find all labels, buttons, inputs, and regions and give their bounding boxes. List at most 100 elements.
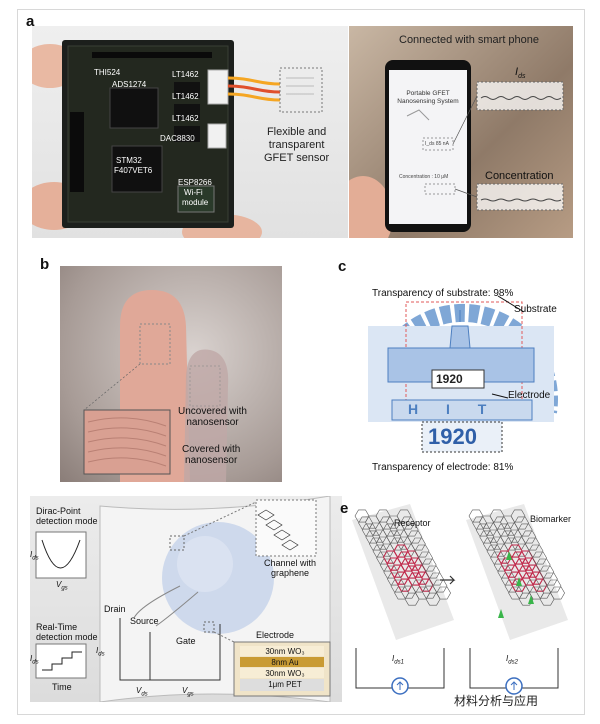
realtime-mode-caption: Real-Time detection mode (36, 622, 98, 642)
realtime-y-subscript: ds (32, 659, 39, 666)
graphene-hexagon (535, 558, 551, 572)
dirac-x-symbol: V (56, 580, 62, 589)
gfet-device-illustration (35, 496, 331, 702)
graphene-hexagon (528, 544, 544, 558)
panel-label-a: a (26, 13, 35, 30)
sensor-caption-line3: GFET sensor (264, 152, 330, 164)
covered-line2: nanosensor (185, 455, 238, 466)
circuit-vds-symbol: V (136, 686, 142, 695)
watermark: 材料分析与应用 (454, 694, 539, 708)
realtime-mode-line1: Real-Time (36, 622, 78, 632)
graphene-hexagon (539, 565, 555, 579)
panel-c-logo: Transparency of substrate: 98% Substrate… (348, 262, 574, 484)
biomarker-mark (528, 595, 534, 604)
layer-wo3-top: 30nm WO₃ (265, 647, 305, 656)
realtime-y-axis: Ids (30, 654, 39, 666)
substrate-callout: Substrate (514, 304, 557, 315)
screen-title-line1: Portable GFET (406, 90, 450, 97)
graphene-hexagon (403, 523, 419, 537)
graphene-hexagon (550, 586, 565, 600)
hit-letters: H I T (408, 401, 499, 417)
panel-b-finger-photo: Uncovered with nanosensor Covered with n… (60, 266, 282, 482)
graphene-hexagon (517, 523, 533, 537)
ids-trace-symbol: I (515, 66, 519, 78)
dirac-mode-line2: detection mode (36, 516, 98, 526)
graphene-hexagon (514, 516, 529, 530)
dirac-mode-line1: Dirac-Point (36, 506, 81, 516)
graphene-hexagon (525, 537, 540, 551)
panel-label-c: c (338, 258, 347, 275)
graphene-hexagon (400, 516, 415, 530)
dirac-y-symbol: I (30, 550, 33, 559)
panel-label-e: e (340, 500, 349, 517)
layer-pet: 1μm PET (268, 680, 302, 689)
channel-caption: Channel with graphene (264, 558, 316, 578)
chip-label-ads1274: ADS1274 (112, 80, 147, 89)
biomarker-label: Biomarker (530, 514, 572, 524)
concentration-trace-label: Concentration (485, 170, 554, 182)
dirac-mode-caption: Dirac-Point detection mode (36, 506, 98, 526)
circuit-ids-subscript: ds (98, 651, 105, 658)
graphene-hexagon (521, 530, 537, 544)
chip-label-f407vet6: F407VET6 (114, 166, 153, 175)
ids-trace-subscript: ds (518, 73, 526, 81)
electrode-callout: Electrode (508, 390, 551, 401)
circuit-vgs-subscript: gs (187, 691, 194, 698)
chip-label-lt1462-c: LT1462 (172, 114, 199, 123)
channel-line1: Channel with (264, 558, 317, 568)
sensor-caption-line1: Flexible and (266, 126, 327, 138)
realtime-x-axis: Time (52, 682, 72, 692)
smartphone-illustration (349, 60, 564, 238)
ids2-label: Ids2 (506, 654, 518, 666)
ids2-symbol: I (506, 654, 509, 663)
panel-label-b: b (40, 256, 50, 273)
graphene-hexagon (546, 579, 562, 593)
ids-trace-label: Ids (515, 66, 525, 80)
year-big: 1920 (428, 424, 477, 449)
chip-label-stm32: STM32 (116, 156, 142, 165)
graphene-hexagon (436, 586, 451, 600)
ids2-subscript: ds2 (508, 659, 518, 666)
screen-title-line2: Nanosensing System (397, 98, 459, 105)
finger-illustration (83, 290, 229, 482)
dirac-y-subscript: ds (32, 555, 39, 562)
screen-current: I_ds 85 nA (425, 141, 449, 147)
panel-a-right-photo: Connected with smart phone Portable GFET… (349, 26, 573, 238)
year-small: 1920 (436, 372, 463, 386)
graphene-hexagon (429, 572, 444, 586)
sensor-caption: Flexible and transparent GFET sensor (264, 126, 329, 165)
screen-concentration: Concentration : 10 μM (399, 174, 449, 180)
ids1-label: Ids1 (392, 654, 404, 666)
covered-caption: Covered with nanosensor (182, 444, 240, 466)
dirac-x-axis: Vgs (56, 580, 68, 592)
graphene-hexagon (414, 544, 430, 558)
panel-e-lattice: Receptor Biomarker Ids1 Ids2 (348, 500, 574, 704)
graphene-hexagon (411, 537, 426, 551)
lattice-left (354, 509, 451, 606)
graphene-hexagon (396, 509, 412, 523)
uncovered-line2: nanosensor (186, 417, 239, 428)
circuit-vds-subscript: ds (141, 691, 148, 698)
panel-a-left-photo: THI524 LT1462 ADS1274 LT1462 LT1462 DAC8… (32, 26, 348, 238)
receptor-label: Receptor (394, 518, 431, 528)
circuit-vds: Vds (136, 686, 148, 698)
chip-label-module: module (182, 198, 209, 207)
layer-wo3-bottom: 30nm WO₃ (265, 669, 305, 678)
electrode-layers: 30nm WO₃ 8nm Au 30nm WO₃ 1μm PET (256, 646, 314, 690)
biomarker-mark (516, 577, 522, 586)
biomarker-mark (498, 609, 504, 618)
dirac-x-subscript: gs (61, 585, 68, 592)
panel-d-device: Dirac-Point detection mode Ids Vgs Real-… (30, 496, 342, 702)
drain-label: Drain (104, 604, 126, 614)
channel-line2: graphene (270, 568, 310, 578)
pcb-board-illustration (32, 40, 323, 238)
dirac-y-axis: Ids (30, 550, 39, 562)
graphene-lattice-illustration (352, 504, 568, 695)
circuit-vgs: Vgs (182, 686, 194, 698)
screen-title: Portable GFET Nanosensing System (392, 90, 464, 106)
uncovered-line1: Uncovered with (178, 406, 247, 417)
circuit-ids-symbol: I (96, 646, 99, 655)
lattice-right (468, 509, 565, 618)
realtime-y-symbol: I (30, 654, 33, 663)
circuit-ids: Ids (96, 646, 105, 658)
